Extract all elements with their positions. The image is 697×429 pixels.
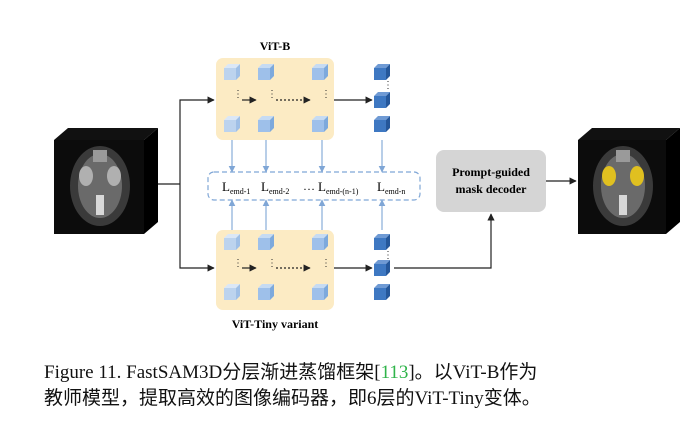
student-encoder-panel: ViT-Tiny variant ⋮ ⋮ ⋮	[216, 230, 334, 331]
loss-emd-n: Lemd-n	[377, 179, 405, 196]
svg-text:⋮: ⋮	[267, 258, 277, 269]
output-segmented-volume	[578, 128, 680, 234]
caption-line-1: Figure 11. FastSAM3D分层渐进蒸馏框架[113]。以ViT-B…	[44, 362, 538, 383]
decoder-label-line2: mask decoder	[456, 182, 528, 196]
mask-decoder-box: Prompt-guided mask decoder	[436, 150, 546, 212]
svg-text:⋮: ⋮	[383, 80, 393, 91]
teacher-label: ViT-B	[260, 39, 290, 53]
citation-link[interactable]: 113	[380, 362, 409, 383]
student-output-tokens: ⋮	[334, 234, 393, 300]
svg-text:⋮: ⋮	[321, 89, 331, 100]
input-ct-volume	[54, 128, 158, 234]
loss-ellipsis: …	[303, 179, 315, 193]
teacher-encoder-panel: ViT-B ⋮ ⋮ ⋮	[216, 39, 334, 140]
caption-line-2: 教师模型，提取高效的图像编码器，即6层的ViT-Tiny变体。	[44, 388, 541, 409]
svg-text:⋮: ⋮	[321, 258, 331, 269]
student-label: ViT-Tiny variant	[232, 317, 319, 331]
loss-emd-n-minus-1: Lemd-(n-1)	[318, 179, 359, 196]
teacher-output-tokens: ⋮	[334, 64, 393, 132]
svg-text:⋮: ⋮	[267, 89, 277, 100]
decoder-arrows	[394, 177, 577, 269]
input-arrows	[158, 96, 215, 272]
loss-emd-2: Lemd-2	[261, 179, 289, 196]
svg-text:⋮: ⋮	[233, 89, 243, 100]
loss-emd-1: Lemd-1	[222, 179, 250, 196]
figure-caption: Figure 11. FastSAM3D分层渐进蒸馏框架[113]。以ViT-B…	[44, 360, 684, 412]
diagram-canvas: ViT-B ⋮ ⋮ ⋮ ⋮ ViT-Tiny variant ⋮ ⋮ ⋮	[54, 39, 680, 331]
svg-text:⋮: ⋮	[233, 258, 243, 269]
svg-text:⋮: ⋮	[383, 250, 393, 261]
decoder-label-line1: Prompt-guided	[452, 165, 530, 179]
distillation-loss-box: Lemd-1 Lemd-2 … Lemd-(n-1) Lemd-n	[207, 140, 421, 230]
